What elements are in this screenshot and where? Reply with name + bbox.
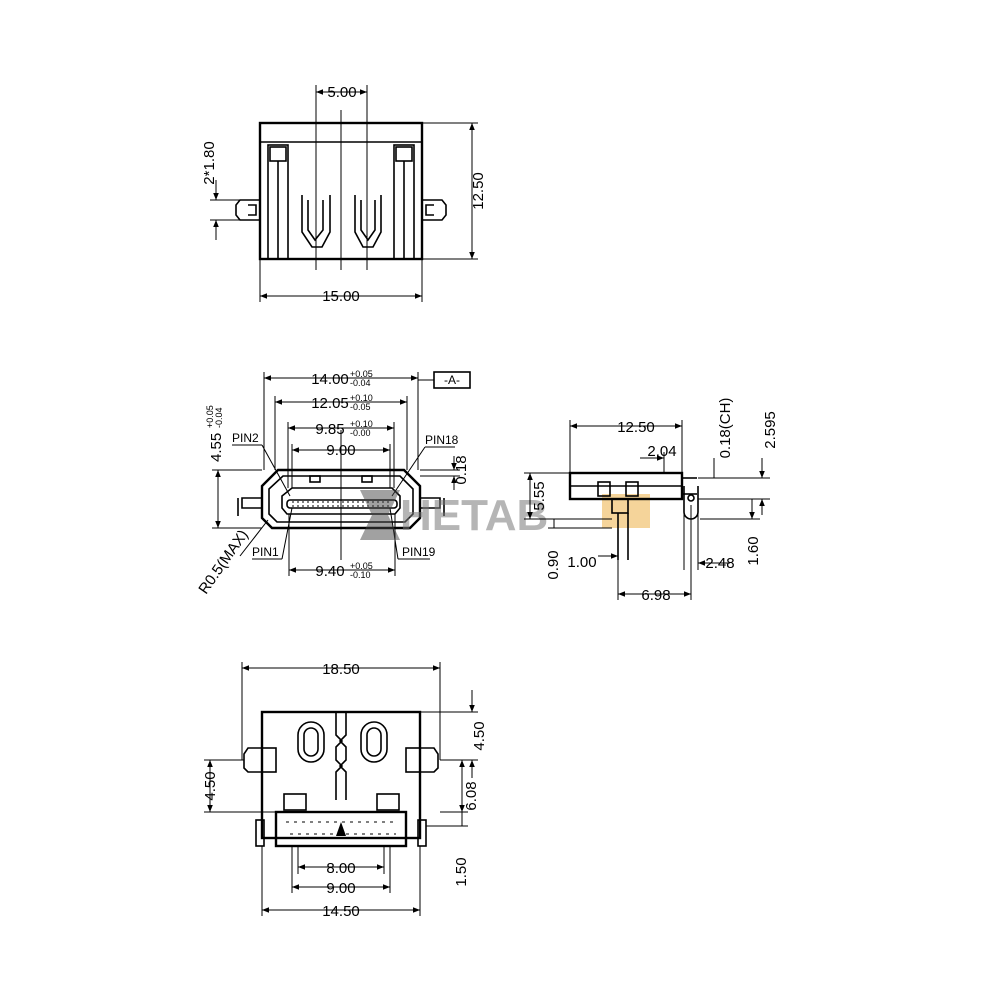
dim-pin-width: 1.00 [567,554,596,571]
dim-tab-to-pin-row: 6.08 [463,781,480,810]
dim-slot-offset: 4.50 [471,721,488,750]
datum-label: -A- [444,373,460,387]
label-pin18: PIN18 [425,433,459,447]
dim-side-top-height: 2.595 [762,411,779,449]
dim-side-length: 12.50 [617,419,655,436]
dim-top-width: 5.00 [327,84,356,101]
dim-shell-height: 4.55 [208,433,225,462]
dim-footprint-width: 18.50 [322,661,360,678]
dim-pin-span-8: 8.00 [326,860,355,877]
tol-opening-up: +0.10 [350,419,373,429]
pin-holes [286,821,396,835]
dim-inner-width: 12.05 [311,395,349,412]
dim-flange-height: 1.60 [745,536,762,565]
tol-bottom-up: +0.05 [350,561,373,571]
dim-tab-pitch: 2*1.80 [201,141,218,184]
top-view: 5.00 12.50 15.00 2*1.80 [201,84,487,305]
side-view: 12.50 2.04 0.18(CH) 2.595 5.55 0.90 1.00… [524,398,779,604]
tol-inner-up: +0.10 [350,393,373,403]
label-pin1: PIN1 [252,545,279,559]
dim-top-base-width: 15.00 [322,288,360,305]
dim-tab-to-pins: 4.50 [202,771,219,800]
pin-strip [274,810,408,848]
dim-body-width: 14.50 [322,903,360,920]
dim-pin-span-9: 9.00 [326,880,355,897]
dim-side-height: 5.55 [531,481,548,510]
tol-shell-up: +0.05 [350,369,373,379]
label-pin2: PIN2 [232,431,259,445]
watermark-text: HETAB [400,491,548,540]
tol-height-up: +0.05 [205,405,215,428]
front-shell [260,468,422,530]
front-view: 14.00 +0.05 -0.04 -A- 12.05 +0.10 -0.05 … [195,369,471,598]
dim-side-inset: 2.04 [647,443,676,460]
tol-shell-down: -0.04 [350,378,371,388]
tol-height-down: -0.04 [214,407,224,428]
dim-chamfer: 0.18(CH) [717,398,734,459]
dim-tongue-width: 9.00 [326,442,355,459]
dim-pin-row-pitch: 1.50 [453,857,470,886]
footprint-body [260,710,422,840]
dim-pin-to-hole: 6.98 [641,587,670,604]
dim-shell-thickness: 0.18 [453,455,470,484]
dim-bottom-width: 9.40 [315,563,344,580]
tol-inner-down: -0.05 [350,402,371,412]
tol-bottom-down: -0.10 [350,570,371,580]
dim-corner-radius: R0.5(MAX) [195,527,251,598]
label-pin19: PIN19 [402,545,436,559]
watermark: HETAB [360,490,650,540]
dim-opening-width: 9.85 [315,421,344,438]
dim-shell-width: 14.00 [311,371,349,388]
dim-top-height: 12.50 [470,172,487,210]
tol-opening-down: -0.00 [350,428,371,438]
contact-row [292,501,392,507]
dim-side-offset: 0.90 [545,550,562,579]
dim-flange-width: 2.48 [705,555,734,572]
footprint-view: 18.50 4.50 4.50 6.08 1.50 8.00 9.00 1 [202,661,488,920]
pin1-arrow [336,822,346,836]
